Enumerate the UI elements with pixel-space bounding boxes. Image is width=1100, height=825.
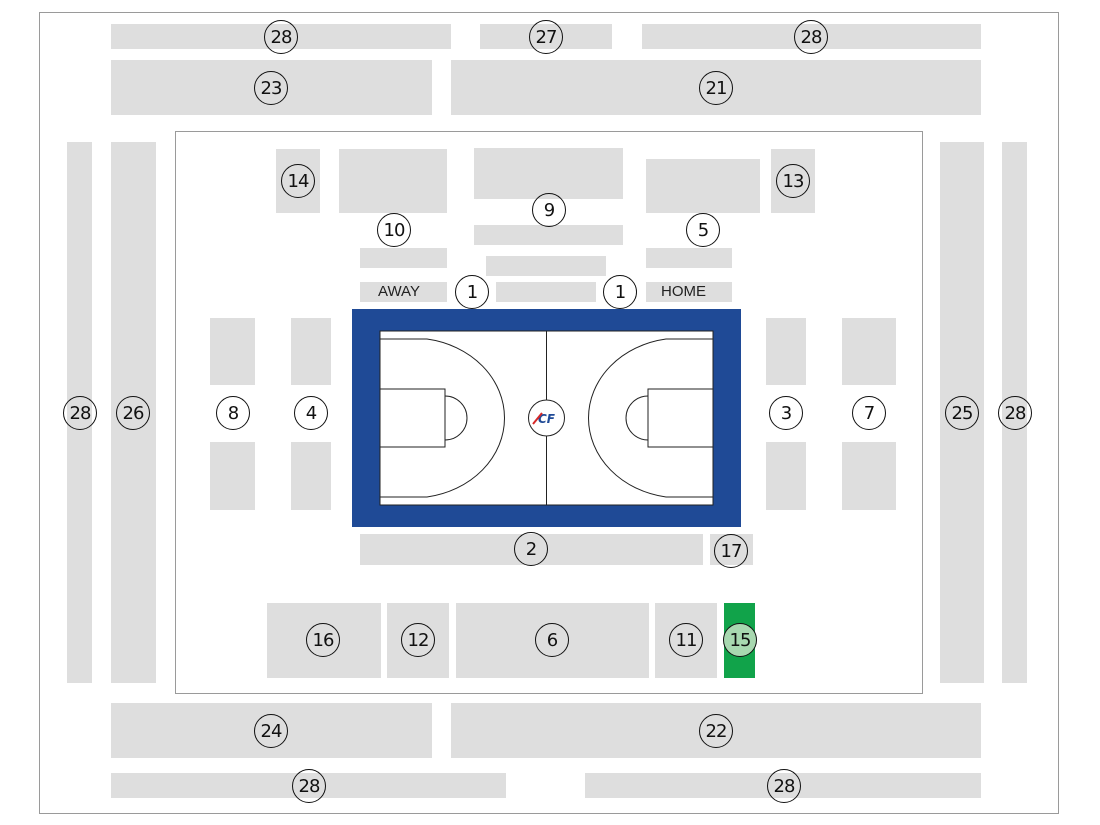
right-key bbox=[647, 388, 714, 448]
scorer-table-block[interactable] bbox=[496, 282, 596, 302]
section-15-number: 15 bbox=[723, 623, 757, 657]
section-7-number: 7 bbox=[852, 396, 886, 430]
left-three-point-line bbox=[380, 338, 505, 498]
section-9-bench-block[interactable] bbox=[486, 256, 606, 276]
section-3-upper-block[interactable] bbox=[766, 318, 806, 385]
section-5-lower-block[interactable] bbox=[646, 248, 732, 268]
section-3-number: 3 bbox=[769, 396, 803, 430]
right-free-throw-arc bbox=[625, 395, 649, 441]
section-6-number: 6 bbox=[535, 623, 569, 657]
section-28-bottom-right-number: 28 bbox=[767, 769, 801, 803]
section-28-left-number: 28 bbox=[63, 396, 97, 430]
left-key bbox=[379, 388, 446, 448]
section-14-number: 14 bbox=[281, 164, 315, 198]
section-3-lower-block[interactable] bbox=[766, 442, 806, 510]
section-4-number: 4 bbox=[294, 396, 328, 430]
home-bench-block[interactable] bbox=[646, 282, 732, 302]
section-26-number: 26 bbox=[116, 396, 150, 430]
court-logo-accent bbox=[532, 412, 543, 425]
section-11-number: 11 bbox=[669, 623, 703, 657]
section-10-upper-block[interactable] bbox=[339, 149, 447, 213]
section-4-lower-block[interactable] bbox=[291, 442, 331, 510]
section-10-lower-block[interactable] bbox=[360, 248, 447, 268]
section-7-upper-block[interactable] bbox=[842, 318, 896, 385]
venue-outer-frame bbox=[39, 12, 1059, 814]
section-5-number: 5 bbox=[686, 213, 720, 247]
section-22-number: 22 bbox=[699, 714, 733, 748]
section-9-lower-block[interactable] bbox=[474, 225, 623, 245]
section-5-upper-block[interactable] bbox=[646, 159, 760, 213]
section-28-top-left-number: 28 bbox=[264, 20, 298, 54]
basketball-court: CF bbox=[352, 309, 741, 527]
section-28-top-right-number: 28 bbox=[794, 20, 828, 54]
section-8-upper-block[interactable] bbox=[210, 318, 255, 385]
section-24-number: 24 bbox=[254, 714, 288, 748]
section-9-upper-block[interactable] bbox=[474, 148, 623, 199]
section-13-number: 13 bbox=[776, 164, 810, 198]
away-label: AWAY bbox=[378, 283, 420, 300]
section-4-upper-block[interactable] bbox=[291, 318, 331, 385]
right-three-point-line bbox=[588, 338, 713, 498]
section-28-right-number: 28 bbox=[998, 396, 1032, 430]
section-21-number: 21 bbox=[699, 71, 733, 105]
away-bench-block[interactable] bbox=[360, 282, 447, 302]
section-10-number: 10 bbox=[377, 213, 411, 247]
section-25-number: 25 bbox=[945, 396, 979, 430]
floor-area-frame bbox=[175, 131, 923, 694]
section-28-bottom-left-number: 28 bbox=[292, 769, 326, 803]
left-free-throw-arc bbox=[444, 395, 468, 441]
section-2-number: 2 bbox=[514, 532, 548, 566]
section-12-number: 12 bbox=[401, 623, 435, 657]
section-27-number: 27 bbox=[529, 20, 563, 54]
home-label: HOME bbox=[661, 283, 706, 300]
section-8-number: 8 bbox=[216, 396, 250, 430]
court-logo: CF bbox=[538, 412, 556, 426]
center-circle bbox=[528, 399, 565, 437]
section-17-number: 17 bbox=[714, 534, 748, 568]
section-16-number: 16 bbox=[306, 623, 340, 657]
section-7-lower-block[interactable] bbox=[842, 442, 896, 510]
section-8-lower-block[interactable] bbox=[210, 442, 255, 510]
section-1-home-number: 1 bbox=[603, 275, 637, 309]
section-23-number: 23 bbox=[254, 71, 288, 105]
section-1-away-number: 1 bbox=[455, 275, 489, 309]
section-9-number: 9 bbox=[532, 193, 566, 227]
